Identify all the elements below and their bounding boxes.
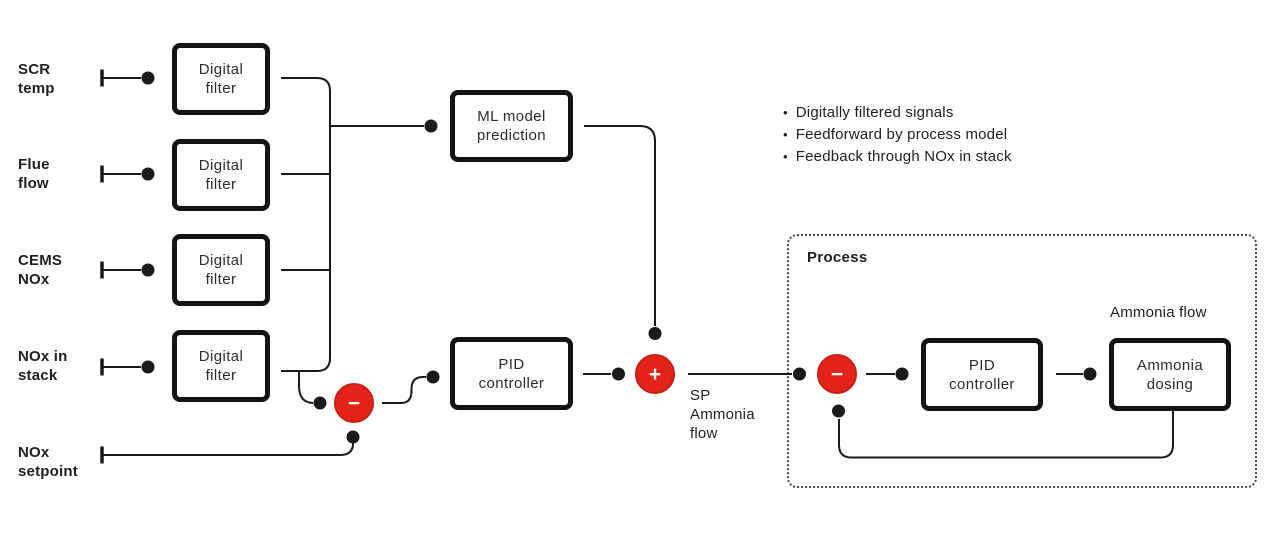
minus-sign: −	[347, 391, 361, 415]
dot-input-nox-in-stack	[141, 360, 155, 374]
digital-filter-box-4: Digital filter	[172, 330, 270, 402]
digital-filter-box-1: Digital filter	[172, 43, 270, 115]
input-label-flue-flow: Flue flow	[18, 156, 50, 192]
dot-ml-at-plus	[648, 327, 662, 340]
sp-ammonia-flow-label: SP Ammonia flow	[690, 387, 755, 442]
dot-minus-input	[313, 396, 327, 410]
bullet-icon: •	[783, 105, 788, 120]
pid-controller-box-2: PID controller	[921, 338, 1043, 411]
dot-pid2-input	[895, 367, 909, 381]
wire-nox-setpoint	[103, 443, 354, 456]
pid-controller-box-1: PID controller	[450, 337, 573, 410]
dot-plus-input	[612, 367, 625, 381]
notes-list: • Digitally filtered signals • Feedforwa…	[783, 102, 1012, 168]
note-item: • Feedforward by process model	[783, 124, 1012, 146]
dot-feedback-at-minus2	[832, 404, 845, 418]
dot-ml-model-input	[424, 119, 438, 133]
dot-dosing-input	[1083, 367, 1097, 381]
wire-bus-vertical	[316, 91, 331, 372]
bullet-icon: •	[783, 127, 788, 142]
dot-pid-input	[426, 370, 440, 384]
digital-filter-box-2: Digital filter	[172, 139, 270, 211]
note-text: Feedback through NOx in stack	[795, 148, 1012, 165]
wire-branch-to-minus	[298, 372, 314, 404]
pid-controller-label: PID controller	[478, 355, 545, 392]
input-label-scr-temp: SCR temp	[18, 61, 55, 97]
process-group-box	[787, 234, 1257, 488]
ml-model-prediction-box: ML model prediction	[450, 90, 573, 162]
input-label-nox-setpoint: NOx setpoint	[18, 444, 78, 480]
minus-sign: −	[830, 362, 844, 386]
digital-filter-label: Digital filter	[198, 157, 244, 193]
digital-filter-label: Digital filter	[198, 252, 244, 288]
note-item: • Feedback through NOx in stack	[783, 146, 1012, 168]
dot-input-flue-flow	[141, 167, 155, 181]
wire-filter1-to-bus	[281, 77, 331, 92]
ammonia-flow-label: Ammonia flow	[1110, 304, 1207, 321]
wire-minus-to-pid	[382, 376, 426, 404]
process-title: Process	[807, 249, 868, 266]
digital-filter-label: Digital filter	[198, 61, 244, 97]
ammonia-dosing-label: Ammonia dosing	[1136, 356, 1204, 393]
input-label-cems-nox: CEMS NOx	[18, 252, 63, 288]
note-text: Digitally filtered signals	[795, 104, 954, 121]
ammonia-dosing-box: Ammonia dosing	[1109, 338, 1231, 411]
digital-filter-label: Digital filter	[198, 348, 244, 384]
bullet-icon: •	[783, 149, 788, 164]
sum-plus-junction: +	[635, 354, 675, 394]
dot-input-cems-nox	[141, 263, 155, 277]
input-label-nox-in-stack: NOx in stack	[18, 348, 68, 384]
dot-input-scr-temp	[141, 71, 155, 85]
wire-ml-to-plus	[584, 125, 656, 326]
wire-feedback-loop	[838, 411, 1174, 459]
plus-sign: +	[648, 362, 662, 386]
ml-model-label: ML model prediction	[476, 108, 547, 144]
note-item: • Digitally filtered signals	[783, 102, 1012, 124]
dot-setpoint-at-minus	[346, 430, 360, 444]
digital-filter-box-3: Digital filter	[172, 234, 270, 306]
feedforward-minus-junction: −	[334, 383, 374, 423]
pid-controller-label: PID controller	[949, 356, 1015, 393]
note-text: Feedforward by process model	[795, 126, 1008, 143]
process-minus-junction: −	[817, 354, 857, 394]
dot-process-input	[793, 367, 806, 381]
